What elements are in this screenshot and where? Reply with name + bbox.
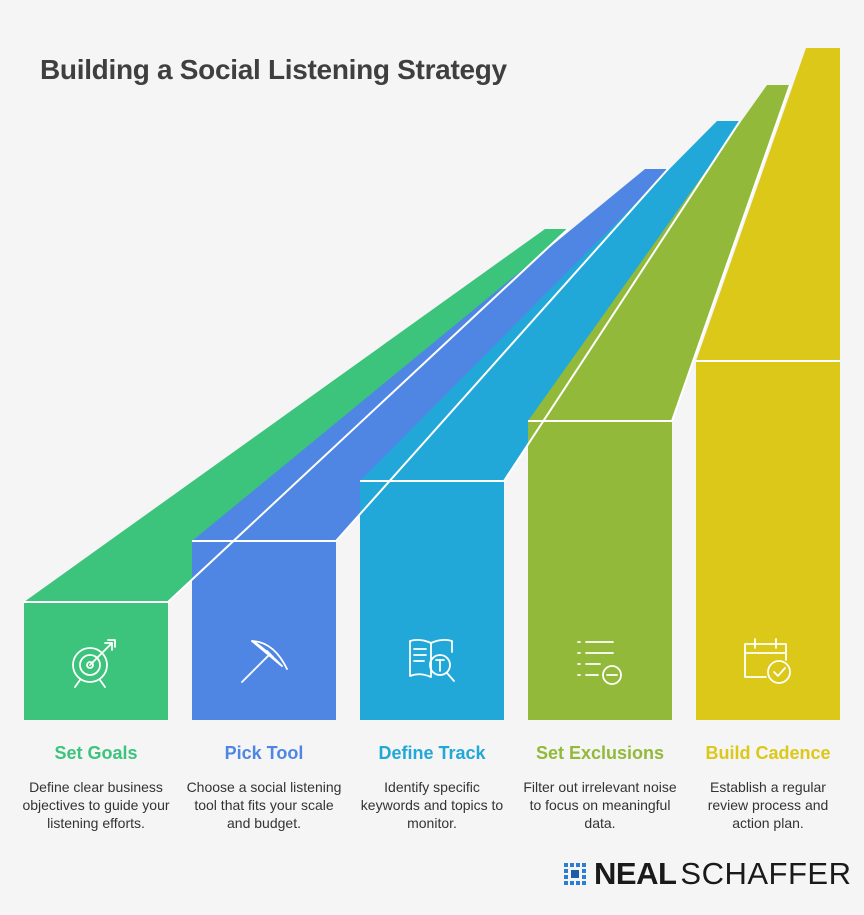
step-label-set-goals: Set Goals Define clear business objectiv…	[8, 743, 184, 832]
pickaxe-icon	[241, 640, 288, 683]
step-description: Identify specific keywords and topics to…	[360, 779, 504, 831]
step-title: Pick Tool	[224, 743, 304, 763]
list-minus-icon	[577, 641, 622, 685]
calendar-check-icon	[744, 638, 791, 684]
book-search-icon	[409, 638, 455, 682]
logo-word-schaffer: SCHAFFER	[680, 856, 852, 891]
step-title: Define Track	[378, 743, 486, 763]
step-description: Define clear business objectives to guid…	[22, 779, 170, 831]
step-label-pick-tool: Pick Tool Choose a social listening tool…	[176, 743, 352, 832]
step-description: Filter out irrelevant noise to focus on …	[523, 779, 677, 831]
step-set-goals	[24, 229, 568, 720]
brand-logo: NEAL SCHAFFER	[562, 856, 851, 892]
step-build-cadence	[696, 48, 840, 720]
logo-chip-icon	[564, 863, 586, 885]
step-set-exclusions	[528, 85, 790, 720]
step-title: Build Cadence	[705, 743, 831, 763]
step-title: Set Goals	[54, 743, 138, 763]
step-description: Choose a social listening tool that fits…	[186, 779, 342, 831]
step-label-set-exclusions: Set Exclusions Filter out irrelevant noi…	[512, 743, 688, 832]
step-label-build-cadence: Build Cadence Establish a regular review…	[680, 743, 856, 832]
step-description: Establish a regular review process and a…	[707, 779, 829, 831]
page-title: Building a Social Listening Strategy	[40, 54, 507, 85]
step-pick-tool	[192, 169, 668, 720]
step-title: Set Exclusions	[535, 743, 665, 763]
step-label-define-track: Define Track Identify specific keywords …	[344, 743, 520, 832]
logo-word-neal: NEAL	[594, 856, 677, 891]
target-icon	[72, 639, 116, 688]
